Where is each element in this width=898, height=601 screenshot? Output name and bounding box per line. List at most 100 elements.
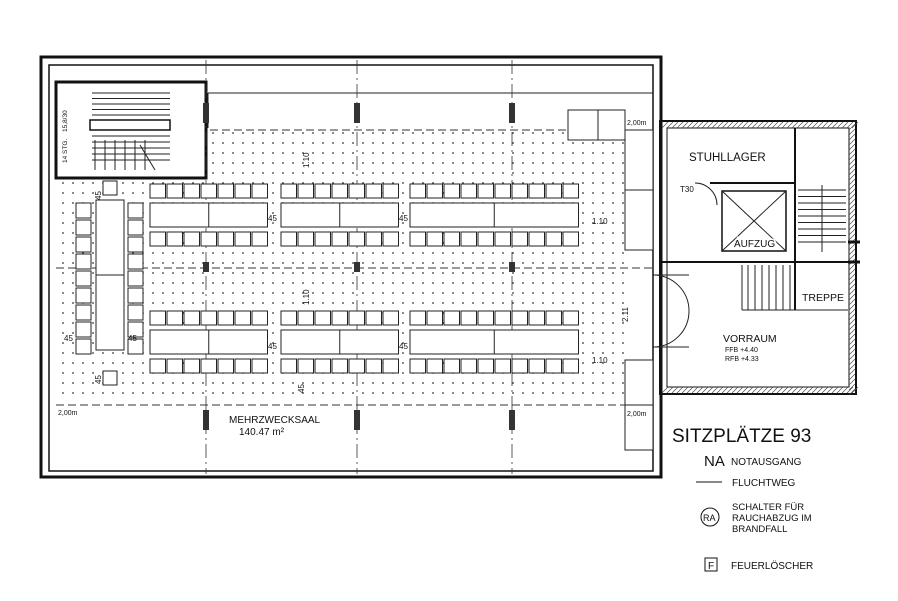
wall-hatch: [696, 121, 704, 129]
wall-hatch: [791, 386, 799, 394]
chair: [477, 183, 494, 199]
wall-hatch: [848, 198, 856, 206]
chair: [127, 287, 144, 304]
escape-area-dots: [160, 130, 630, 402]
chair: [365, 231, 382, 247]
wall-hatch: [848, 373, 856, 381]
chair: [545, 183, 562, 199]
wall-hatch: [696, 386, 704, 394]
ra-label-1: SCHALTER FÜR: [732, 502, 804, 513]
wall-hatch: [848, 278, 856, 286]
chair: [234, 358, 251, 374]
ffb-label: FFB +4.40: [725, 347, 758, 354]
chair: [528, 358, 545, 374]
wall-hatch: [848, 193, 856, 201]
chair: [200, 183, 217, 199]
chair: [251, 310, 268, 326]
chair: [183, 310, 200, 326]
chair: [234, 231, 251, 247]
wall-hatch: [848, 388, 856, 396]
elevator-label: AUFZUG: [734, 239, 775, 250]
legend: SITZPLÄTZE 93 NA NOTAUSGANG FLUCHTWEG RA…: [672, 426, 813, 572]
wall-hatch: [691, 386, 699, 394]
dim-45-c: 45: [268, 342, 277, 351]
chair: [183, 358, 200, 374]
chair: [409, 183, 426, 199]
stair-steps-label: 14 STG.: [62, 139, 69, 163]
chair: [297, 183, 314, 199]
chair: [348, 310, 365, 326]
wall-hatch: [848, 328, 856, 336]
chair: [314, 231, 331, 247]
chair: [297, 358, 314, 374]
wall-hatch: [848, 243, 856, 251]
wall-hatch: [736, 121, 744, 129]
stairs-label: TREPPE: [802, 292, 844, 304]
wall-hatch: [666, 121, 674, 129]
wall-hatch: [741, 386, 749, 394]
escape-label: FLUCHTWEG: [732, 478, 796, 489]
wall-hatch: [848, 248, 856, 256]
wall-hatch: [791, 121, 799, 129]
chair: [426, 310, 443, 326]
wall-hatch: [661, 121, 669, 129]
chair: [75, 304, 92, 321]
chair: [365, 358, 382, 374]
chair: [494, 310, 511, 326]
wall-hatch: [711, 121, 719, 129]
chair: [75, 270, 92, 287]
wall-hatch: [821, 121, 829, 129]
chair: [314, 183, 331, 199]
inner-wall: [48, 64, 654, 472]
wall-hatch: [848, 173, 856, 181]
chair: [75, 253, 92, 270]
chair: [75, 321, 92, 338]
wall-hatch: [848, 183, 856, 191]
wall-hatch: [671, 386, 679, 394]
wall-hatch: [816, 121, 824, 129]
chair: [443, 231, 460, 247]
chair: [477, 358, 494, 374]
wall-hatch: [848, 143, 856, 151]
dim-200m-bottom-left: 2,00m: [58, 410, 78, 417]
wall-hatch: [841, 386, 849, 394]
wall-hatch: [736, 386, 744, 394]
chair: [477, 310, 494, 326]
wall-hatch: [848, 133, 856, 141]
chair: [183, 231, 200, 247]
dim-45-b: 45: [399, 214, 408, 223]
chair: [280, 231, 297, 247]
stairwell-top-left: [54, 80, 208, 180]
wall-hatch: [848, 138, 856, 146]
chair: [460, 183, 477, 199]
chair: [251, 358, 268, 374]
chair: [331, 183, 348, 199]
chair: [562, 231, 579, 247]
chair: [314, 358, 331, 374]
door-rating-label: T30: [680, 185, 694, 194]
grid-lines: [56, 60, 653, 474]
dim-45-a: 45: [268, 214, 277, 223]
wall-hatch: [848, 273, 856, 281]
f-label: FEUERLÖSCHER: [731, 560, 813, 572]
chair: [528, 231, 545, 247]
dim-110-right-top: 1.10: [592, 217, 608, 226]
dim-45-d: 45: [399, 342, 408, 351]
dim-45-f: 45: [128, 334, 137, 343]
wall-hatch: [801, 121, 809, 129]
chair: [127, 236, 144, 253]
wall-hatch: [848, 213, 856, 221]
wall-hatch: [746, 121, 754, 129]
chair: [200, 358, 217, 374]
wall-hatch: [721, 121, 729, 129]
wall-hatch: [848, 283, 856, 291]
wall-hatch: [851, 386, 859, 394]
wall-hatch: [721, 386, 729, 394]
chair: [511, 231, 528, 247]
wall-hatch: [846, 121, 854, 129]
chair: [348, 358, 365, 374]
chair: [183, 183, 200, 199]
wall-hatch: [731, 386, 739, 394]
wall-hatch: [671, 121, 679, 129]
chair: [217, 310, 234, 326]
